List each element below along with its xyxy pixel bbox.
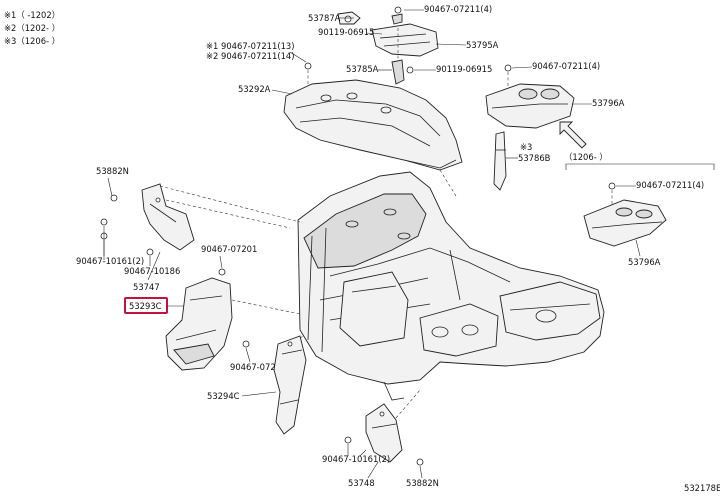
stay-53786b-drawing: [493, 131, 507, 191]
bracket-53294c-drawing: [273, 335, 307, 435]
label-53747: 53747: [133, 282, 160, 292]
label-53785a: 53785A: [346, 64, 379, 74]
duct-53293c-drawing: [165, 277, 233, 371]
label-90467-10161-left: 90467-10161(2): [76, 256, 144, 266]
cover-53796a-a-drawing: [485, 83, 575, 129]
label-note3-ref: ※3: [520, 142, 532, 152]
label-53293c-highlight: [124, 297, 168, 314]
direction-arrow: [559, 121, 587, 149]
label-53882n-b: 53882N: [406, 478, 439, 488]
label-53796a-b: 53796A: [628, 257, 661, 267]
label-53748: 53748: [348, 478, 375, 488]
label-90467-07211-right: 90467-07211(4): [532, 61, 600, 71]
label-53882n-a: 53882N: [96, 166, 129, 176]
label-90119-06915-a: 90119-06915: [318, 27, 374, 37]
figure-code: 532178E: [684, 483, 720, 493]
cover-53796a-b-drawing: [583, 199, 667, 247]
label-53786b: 53786B: [518, 153, 551, 163]
label-90467-07211-far: 90467-07211(4): [636, 180, 704, 190]
label-53795a: 53795A: [466, 40, 499, 50]
bracket-53748-drawing: [365, 403, 403, 463]
cover-53795a-drawing: [371, 6, 439, 57]
label-90467-07201-b: 90467-07201: [230, 362, 286, 372]
label-90467-07211-14: ※2 90467-07211(14): [206, 51, 295, 61]
label-90467-07211-13: ※1 90467-07211(13): [206, 41, 295, 51]
bracket-53747-drawing: [141, 183, 195, 251]
label-90467-07201-a: 90467-07201: [201, 244, 257, 254]
note-3: ※3（1206- ）: [4, 36, 60, 46]
label-53293c: 53293C: [129, 301, 162, 311]
label-53292a: 53292A: [238, 84, 271, 94]
label-range-1206: （1206- ）: [564, 152, 608, 162]
label-90119-06915-b: 90119-06915: [436, 64, 492, 74]
label-53294c: 53294C: [207, 391, 240, 401]
label-53796a-a: 53796A: [592, 98, 625, 108]
note-1: ※1（ -1202）: [4, 10, 60, 20]
cover-53292a-drawing: [283, 79, 463, 171]
label-90467-10161-bottom: 90467-10161(2): [322, 454, 390, 464]
note-2: ※2（1202- ）: [4, 23, 60, 33]
front-frame-assembly-drawing: [297, 171, 605, 401]
label-53787a: 53787A: [308, 13, 341, 23]
label-90467-07211-top: 90467-07211(4): [424, 4, 492, 14]
